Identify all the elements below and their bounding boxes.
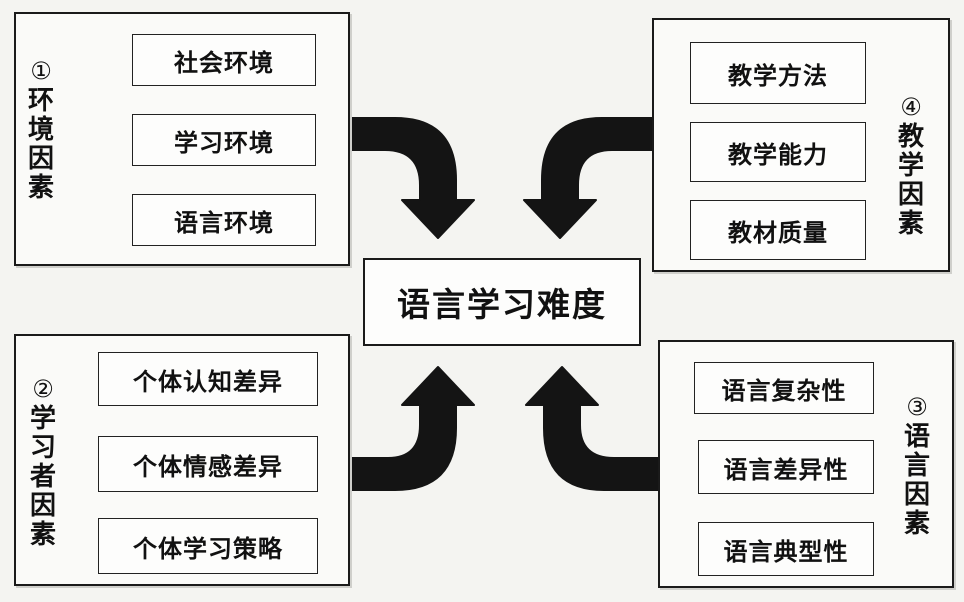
arrow-learner-to-center — [346, 366, 475, 491]
group-language-char: 语 — [904, 421, 931, 452]
group-environment-char: 因 — [28, 144, 55, 175]
group-environment-char: 素 — [28, 173, 55, 204]
group-learner-label: ② 学 习 者 因 素 — [30, 376, 56, 550]
group-language-char: 言 — [904, 450, 931, 481]
factor-language-typicality: 语言典型性 — [698, 522, 874, 576]
group-teaching-char: 素 — [898, 209, 925, 240]
group-language-label: ③ 语 言 因 素 — [904, 394, 930, 539]
group-learner-char: 习 — [30, 432, 57, 463]
group-learner-char: 素 — [30, 520, 57, 551]
group-environment-char: 环 — [28, 85, 55, 116]
group-teaching-char: 因 — [898, 180, 925, 211]
group-language-factors: 语言复杂性 语言差异性 语言典型性 ③ 语 言 因 素 — [658, 340, 954, 588]
group-environment-label: ① 环 境 因 素 — [28, 58, 54, 203]
group-learner-char: 者 — [30, 462, 57, 493]
factor-textbook-quality: 教材质量 — [690, 200, 866, 260]
center-language-learning-difficulty: 语言学习难度 — [363, 258, 641, 346]
group-teaching-label: ④ 教 学 因 素 — [898, 94, 924, 239]
group-environment-number: ① — [30, 57, 52, 85]
group-teaching-char: 教 — [898, 121, 925, 152]
group-learner-char: 学 — [30, 403, 57, 434]
factor-cognitive-differences: 个体认知差异 — [98, 352, 318, 406]
group-teaching-factors: 教学方法 教学能力 教材质量 ④ 教 学 因 素 — [652, 18, 950, 272]
factor-language-difference: 语言差异性 — [698, 440, 874, 494]
group-learner-factors: ② 学 习 者 因 素 个体认知差异 个体情感差异 个体学习策略 — [14, 334, 350, 586]
factor-learning-strategies: 个体学习策略 — [98, 518, 318, 574]
arrow-language-to-center — [525, 366, 659, 491]
factor-teaching-method: 教学方法 — [690, 42, 866, 104]
group-environment-factors: ① 环 境 因 素 社会环境 学习环境 语言环境 — [14, 12, 350, 266]
arrow-teaching-to-center — [523, 117, 653, 239]
group-teaching-number: ④ — [900, 93, 922, 121]
group-learner-char: 因 — [30, 491, 57, 522]
factor-affective-differences: 个体情感差异 — [98, 436, 318, 492]
group-learner-number: ② — [32, 375, 54, 403]
group-environment-char: 境 — [28, 114, 55, 145]
group-language-number: ③ — [906, 393, 928, 421]
factor-language-environment: 语言环境 — [132, 194, 316, 246]
arrow-environment-to-center — [346, 117, 475, 239]
factor-social-environment: 社会环境 — [132, 34, 316, 86]
factor-learning-environment: 学习环境 — [132, 114, 316, 166]
group-language-char: 素 — [904, 509, 931, 540]
group-language-char: 因 — [904, 480, 931, 511]
factor-language-complexity: 语言复杂性 — [694, 362, 874, 414]
factor-teaching-ability: 教学能力 — [690, 122, 866, 182]
group-teaching-char: 学 — [898, 150, 925, 181]
